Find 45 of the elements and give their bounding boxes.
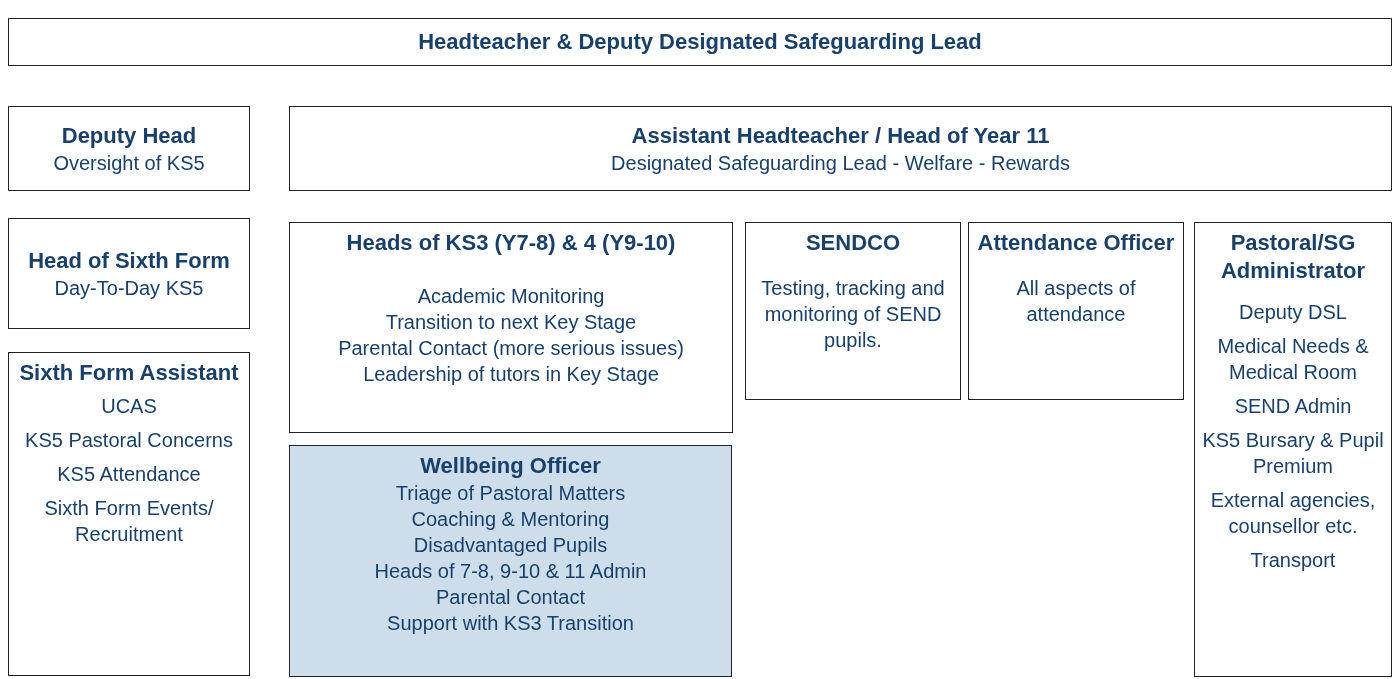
duty-text: Support with KS3 Transition <box>387 611 634 636</box>
role-title: Assistant Headteacher / Head of Year 11 <box>631 121 1050 150</box>
duty-text: Transition to next Key Stage <box>385 310 637 335</box>
duty-text: Oversight of KS5 <box>53 150 205 176</box>
duty-text: UCAS <box>101 394 157 419</box>
role-box <box>8 18 1392 66</box>
duty-text: Transport <box>1250 548 1336 573</box>
duty-text: External agencies, counsellor etc. <box>1209 488 1377 539</box>
duty-text: Testing, tracking and monitoring of SEND pupils. <box>760 276 946 353</box>
role-box <box>745 222 961 400</box>
role-box <box>968 222 1184 400</box>
role-title: Pastoral/SG Administrator <box>1219 229 1367 285</box>
duty-text: Coaching & Mentoring <box>411 507 610 532</box>
duty-text: Academic Monitoring <box>417 284 605 309</box>
duty-text: Deputy DSL <box>1239 300 1347 325</box>
duty-text: Leadership of tutors in Key Stage <box>363 362 659 387</box>
role-title: Attendance Officer <box>977 229 1175 257</box>
role-title: SENDCO <box>805 229 901 257</box>
duty-text: Parental Contact <box>436 585 585 610</box>
duty-text: KS5 Attendance <box>57 462 201 487</box>
duty-text: Parental Contact (more serious issues) <box>338 336 684 361</box>
duty-text: Medical Needs & Medical Room <box>1216 334 1370 385</box>
role-box <box>289 222 733 433</box>
duty-text: Day-To-Day KS5 <box>54 275 204 301</box>
role-title: Wellbeing Officer <box>420 452 601 480</box>
role-box <box>289 106 1392 191</box>
duty-text: Disadvantaged Pupils <box>413 533 608 558</box>
duty-text: Designated Safeguarding Lead - Welfare - Rewards <box>611 150 1070 176</box>
role-title: Head of Sixth Form <box>28 246 230 275</box>
role-box <box>8 106 250 191</box>
duty-text: KS5 Bursary & Pupil Premium <box>1201 428 1385 479</box>
duty-text: SEND Admin <box>1234 394 1352 419</box>
role-box <box>1194 222 1392 677</box>
role-box <box>8 218 250 329</box>
role-title: Heads of KS3 (Y7-8) & 4 (Y9-10) <box>346 229 676 257</box>
role-title: Deputy Head <box>61 121 197 150</box>
duty-text: Heads of 7-8, 9-10 & 11 Admin <box>374 559 647 584</box>
duty-text: KS5 Pastoral Concerns <box>25 428 233 453</box>
role-title: Headteacher & Deputy Designated Safeguarding Lead <box>418 28 982 56</box>
duty-text: Triage of Pastoral Matters <box>395 481 626 506</box>
role-box <box>8 352 250 676</box>
role-box <box>289 445 732 677</box>
duty-text: All aspects of attendance <box>1015 276 1137 327</box>
duty-text: Sixth Form Events/ Recruitment <box>43 496 215 547</box>
role-title: Sixth Form Assistant <box>19 359 239 387</box>
